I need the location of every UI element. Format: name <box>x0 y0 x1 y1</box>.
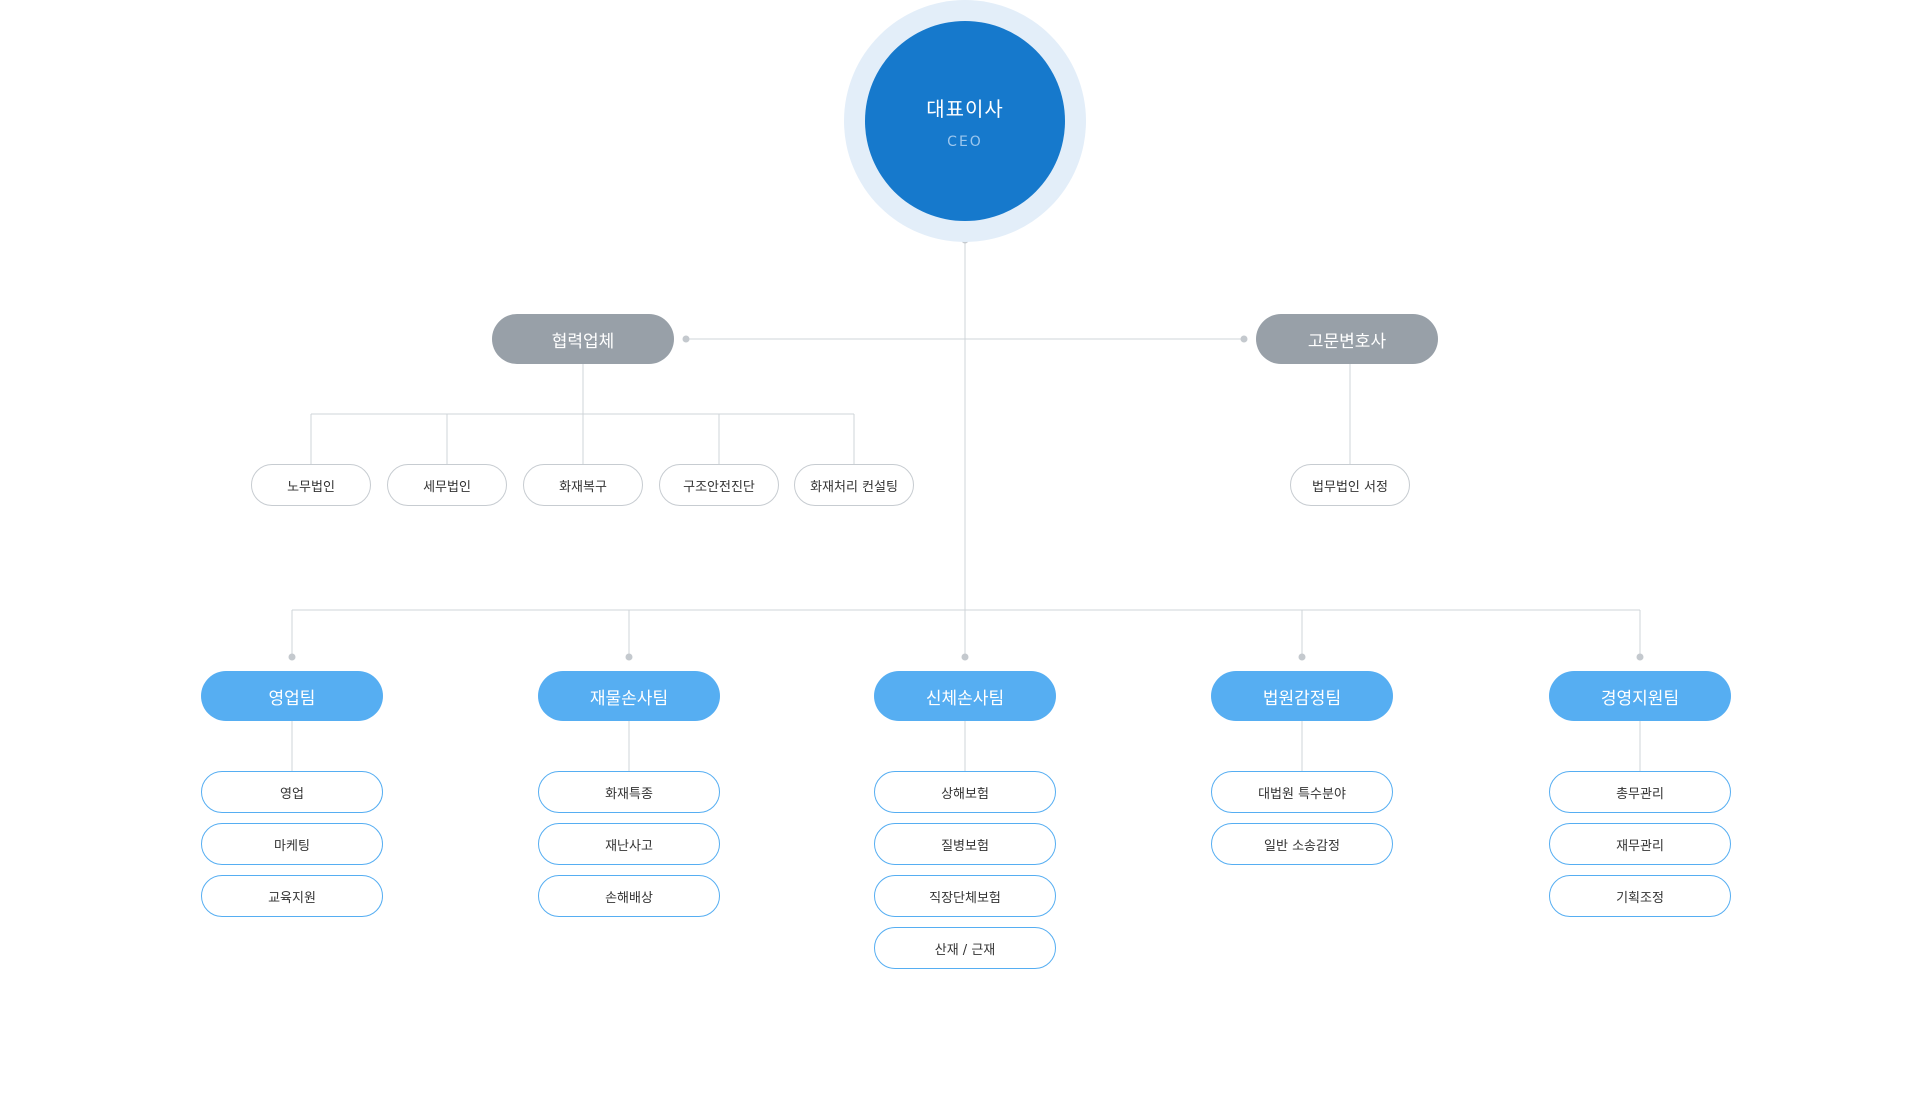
team-item: 상해보험 <box>874 771 1056 813</box>
team-node-court: 법원감정팀 <box>1211 671 1393 721</box>
partner-item: 화재복구 <box>523 464 643 506</box>
team-node-management: 경영지원팀 <box>1549 671 1731 721</box>
team-item: 재무관리 <box>1549 823 1731 865</box>
team-node-sales: 영업팀 <box>201 671 383 721</box>
partner-item: 세무법인 <box>387 464 507 506</box>
partner-item: 화재처리 컨설팅 <box>794 464 914 506</box>
team-item: 총무관리 <box>1549 771 1731 813</box>
partners-node: 협력업체 <box>492 314 674 364</box>
team-item: 손해배상 <box>538 875 720 917</box>
team-item: 직장단체보험 <box>874 875 1056 917</box>
team-item: 대법원 특수분야 <box>1211 771 1393 813</box>
team-item: 교육지원 <box>201 875 383 917</box>
partner-item: 노무법인 <box>251 464 371 506</box>
team-node-property: 재물손사팀 <box>538 671 720 721</box>
ceo-title: 대표이사 <box>926 96 1004 121</box>
ceo-subtitle: CEO <box>947 133 983 150</box>
team-node-bodily: 신체손사팀 <box>874 671 1056 721</box>
team-item: 일반 소송감정 <box>1211 823 1393 865</box>
counsel-node: 고문변호사 <box>1256 314 1438 364</box>
team-item: 기획조정 <box>1549 875 1731 917</box>
counsel-item: 법무법인 서정 <box>1290 464 1410 506</box>
partner-item: 구조안전진단 <box>659 464 779 506</box>
team-item: 마케팅 <box>201 823 383 865</box>
team-item: 재난사고 <box>538 823 720 865</box>
team-item: 질병보험 <box>874 823 1056 865</box>
team-item: 화재특종 <box>538 771 720 813</box>
team-item: 영업 <box>201 771 383 813</box>
ceo-node: 대표이사 CEO <box>865 21 1065 221</box>
team-item: 산재 / 근재 <box>874 927 1056 969</box>
